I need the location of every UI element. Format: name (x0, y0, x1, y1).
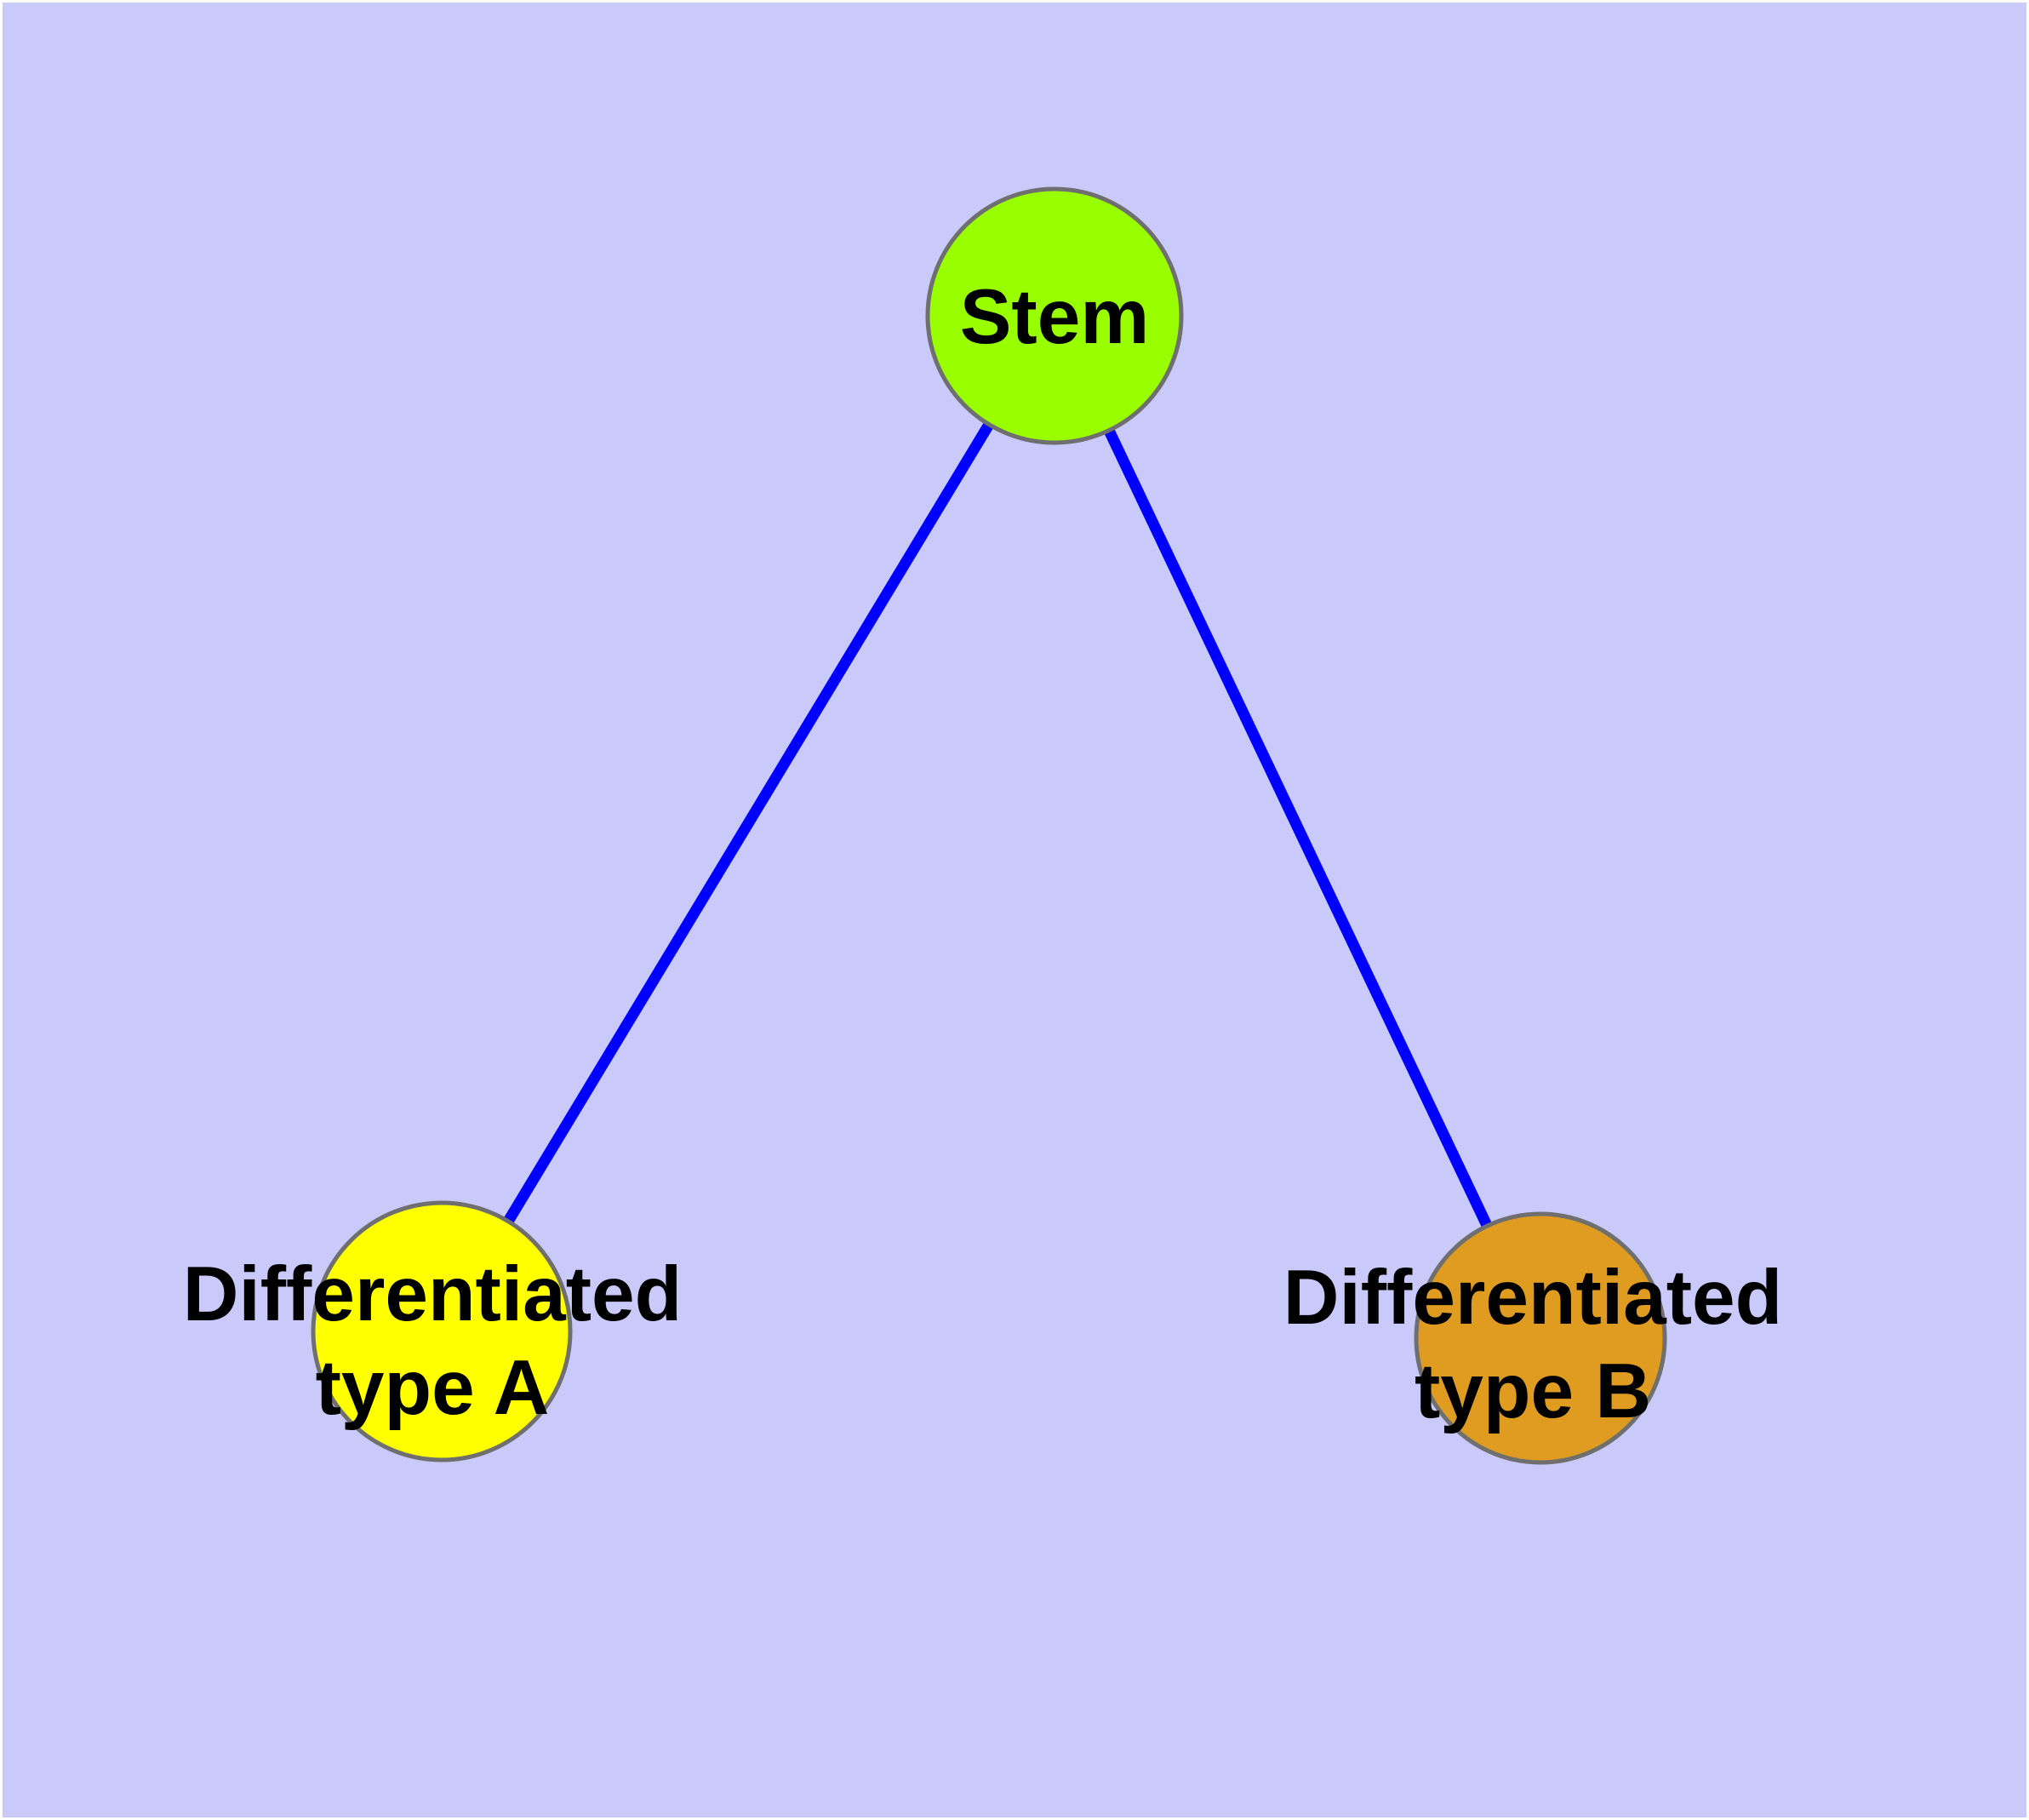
node-differentiated-type-a (311, 1200, 573, 1462)
node-label-differentiated-type-a: Differentiated type A (183, 1248, 683, 1435)
node-label-line: Differentiated (1283, 1255, 1783, 1341)
edge-stem-to-type-a (437, 312, 1060, 1335)
edge-stem-to-type-b (1049, 313, 1546, 1341)
node-differentiated-type-b (1414, 1211, 1667, 1465)
node-stem (925, 186, 1184, 445)
node-label-line: Differentiated (182, 1251, 683, 1337)
node-label-line: Stem (959, 274, 1150, 360)
node-label-line: type B (1414, 1348, 1652, 1434)
node-label-differentiated-type-b: Differentiated type B (1283, 1251, 1783, 1439)
node-label-line: type A (315, 1345, 550, 1431)
node-label-stem: Stem (960, 271, 1150, 364)
